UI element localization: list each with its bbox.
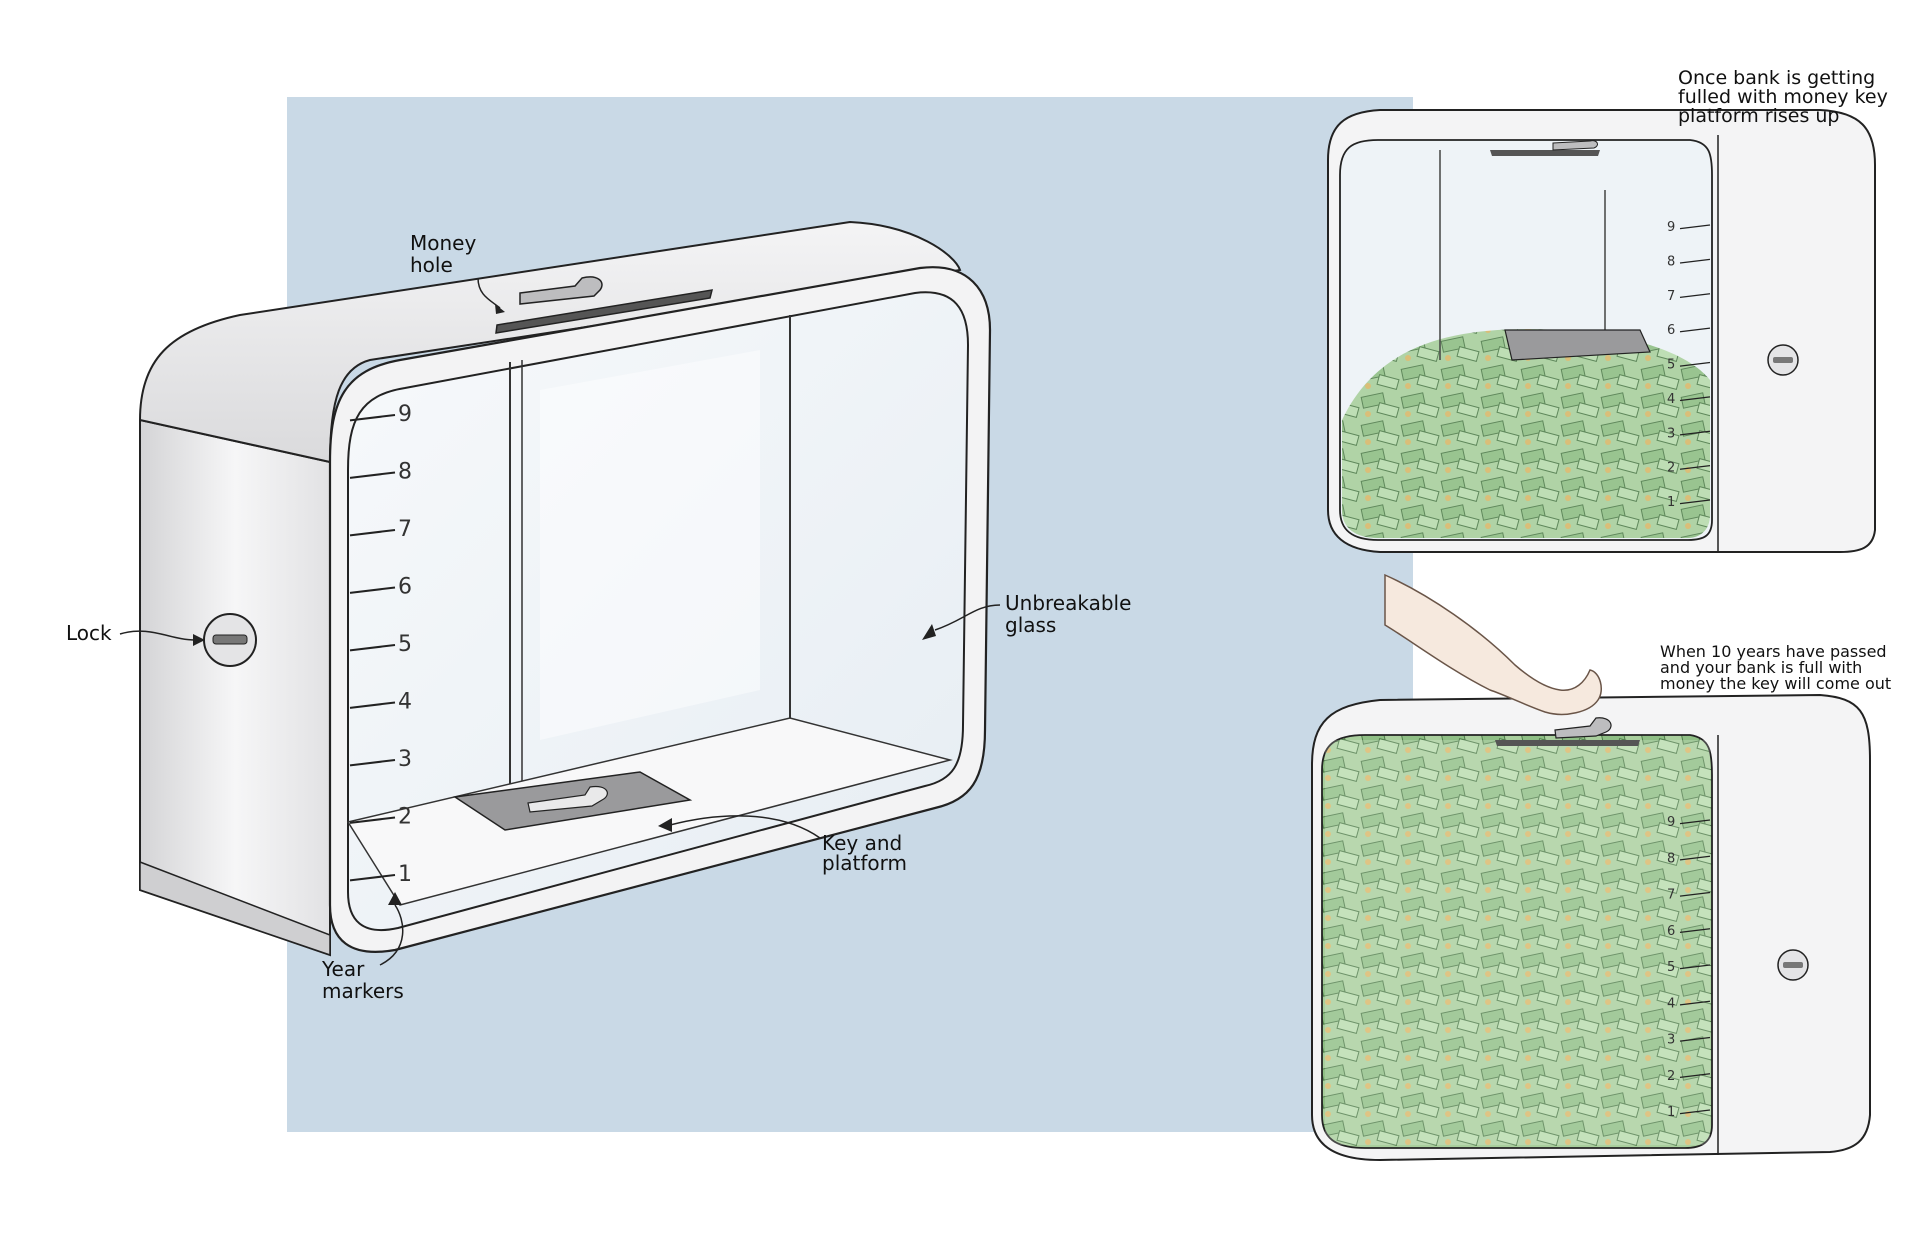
rbox1-year-marker-number-2: 2 bbox=[1667, 461, 1675, 476]
rbox2-year-marker-tick-2 bbox=[1679, 1073, 1711, 1078]
year-marker-tick-2 bbox=[349, 816, 396, 824]
rbox2-year-marker-number-9: 9 bbox=[1667, 815, 1675, 830]
rbox1-year-marker-tick-4 bbox=[1679, 396, 1711, 402]
full-bank-box: 1 2 3 4 5 6 7 8 9 bbox=[1311, 573, 1871, 1162]
box-top-panel bbox=[138, 220, 962, 464]
year-markers-arrowhead bbox=[388, 892, 402, 905]
year-marker-tick-4 bbox=[349, 701, 396, 709]
rbox2-year-ticks bbox=[1679, 819, 1711, 1115]
year-marker-number-5: 5 bbox=[398, 632, 412, 657]
year-marker-tick-3 bbox=[349, 759, 396, 767]
rbox1-year-marker-tick-5 bbox=[1679, 361, 1711, 367]
year-marker-number-3: 3 bbox=[398, 747, 412, 772]
year-marker-tick-7 bbox=[349, 529, 396, 537]
box-bottom-edge bbox=[139, 860, 331, 957]
year-marker-number-2: 2 bbox=[398, 805, 412, 830]
rbox2-glass-haze bbox=[1325, 740, 1710, 1145]
rbox1-year-marker-number-3: 3 bbox=[1667, 426, 1675, 441]
glass-reflection bbox=[540, 350, 760, 740]
money-slot bbox=[495, 289, 714, 334]
rbox2-year-marker-number-2: 2 bbox=[1667, 1069, 1675, 1084]
rbox2-year-marker-number-7: 7 bbox=[1667, 888, 1675, 903]
rbox2-glass bbox=[1321, 734, 1713, 1149]
year-marker-number-8: 8 bbox=[398, 460, 412, 485]
rbox1-year-marker-tick-6 bbox=[1679, 327, 1711, 333]
rbox2-year-marker-tick-9 bbox=[1679, 819, 1711, 825]
key-platform-pointer bbox=[669, 815, 821, 839]
rbox1-year-marker-number-9: 9 bbox=[1667, 220, 1675, 235]
year-marker-tick-5 bbox=[349, 644, 396, 652]
rbox1-lock-keyhole bbox=[1773, 357, 1793, 363]
rbox1-year-marker-tick-2 bbox=[1679, 464, 1711, 470]
platform-key bbox=[527, 785, 608, 813]
rbox1-slot bbox=[1490, 150, 1600, 156]
year-marker-number-1: 1 bbox=[398, 862, 412, 887]
rbox2-year-marker-number-4: 4 bbox=[1667, 996, 1675, 1011]
rbox2-year-marker-number-1: 1 bbox=[1667, 1105, 1675, 1120]
rbox1-year-marker-number-1: 1 bbox=[1667, 495, 1675, 510]
year-marker-tick-1 bbox=[349, 874, 396, 882]
rbox1-year-marker-tick-8 bbox=[1679, 258, 1711, 264]
rbox1-year-marker-number-7: 7 bbox=[1667, 289, 1675, 304]
rbox2-year-marker-number-3: 3 bbox=[1667, 1033, 1675, 1048]
rbox1-year-marker-tick-1 bbox=[1679, 499, 1711, 505]
glass-arrowhead bbox=[922, 624, 936, 640]
rbox1-top-key bbox=[1552, 140, 1598, 151]
year-marker-tick-8 bbox=[349, 471, 396, 479]
year-marker-number-4: 4 bbox=[398, 690, 412, 715]
rbox1-year-marker-tick-9 bbox=[1679, 224, 1711, 230]
rbox2-year-marker-tick-6 bbox=[1679, 928, 1711, 933]
year-marker-tick-9 bbox=[349, 414, 396, 422]
rbox2-year-marker-number-8: 8 bbox=[1667, 851, 1675, 866]
rbox2-year-numbers: 1 2 3 4 5 6 7 8 9 bbox=[1667, 815, 1675, 1120]
rbox2-year-marker-tick-3 bbox=[1679, 1036, 1711, 1042]
rbox1-year-ticks bbox=[1679, 224, 1711, 505]
year-marker-numbers: 1 2 3 4 5 6 7 8 9 bbox=[398, 402, 412, 887]
glass-pointer bbox=[934, 604, 1001, 631]
rbox2-year-marker-number-5: 5 bbox=[1667, 960, 1675, 975]
year-marker-number-9: 9 bbox=[398, 402, 412, 427]
main-money-box: 1 2 3 4 5 6 7 8 9 bbox=[138, 220, 992, 957]
lock-pointer bbox=[119, 630, 196, 641]
rbox1-year-marker-number-5: 5 bbox=[1667, 358, 1675, 373]
rbox2-year-marker-tick-5 bbox=[1679, 964, 1711, 970]
rbox1-year-marker-number-4: 4 bbox=[1667, 392, 1675, 407]
key-coming-out bbox=[1554, 717, 1612, 739]
key-out-caption: When 10 years have passed and your bank … bbox=[1660, 642, 1892, 693]
rbox2-year-marker-tick-1 bbox=[1679, 1109, 1711, 1115]
year-marker-number-7: 7 bbox=[398, 517, 412, 542]
hand-illustration bbox=[1384, 573, 1602, 716]
lock-arrowhead bbox=[193, 634, 205, 646]
rbox2-year-marker-tick-8 bbox=[1679, 855, 1711, 861]
rbox1-year-numbers: 1 2 3 4 5 6 7 8 9 bbox=[1667, 220, 1675, 510]
lock-label: Lock bbox=[66, 621, 112, 645]
rbox1-platform bbox=[1504, 329, 1651, 361]
key-platform-arrowhead bbox=[658, 818, 672, 832]
rising-platform-box: 1 2 3 4 5 6 7 8 9 bbox=[1327, 109, 1876, 553]
key-on-top bbox=[519, 276, 603, 305]
rbox2-year-marker-tick-4 bbox=[1679, 1000, 1711, 1006]
rbox1-year-marker-tick-7 bbox=[1679, 293, 1711, 298]
rbox2-year-marker-tick-7 bbox=[1679, 891, 1711, 897]
rbox1-year-marker-tick-3 bbox=[1679, 430, 1711, 436]
money-hole-arrowhead bbox=[495, 304, 505, 314]
rbox1-year-marker-number-8: 8 bbox=[1667, 254, 1675, 269]
year-markers-pointer bbox=[379, 904, 404, 966]
year-marker-number-6: 6 bbox=[398, 575, 412, 600]
lock-keyhole bbox=[212, 634, 248, 645]
rbox1-money bbox=[1342, 329, 1710, 538]
rbox1-year-marker-number-6: 6 bbox=[1667, 323, 1675, 338]
year-marker-ticks bbox=[349, 414, 396, 882]
rbox2-lock-keyhole bbox=[1783, 962, 1803, 968]
rising-platform-caption: Once bank is getting fulled with money k… bbox=[1678, 67, 1894, 127]
year-marker-tick-6 bbox=[349, 586, 396, 594]
rbox2-slot bbox=[1495, 740, 1640, 746]
rbox2-year-marker-number-6: 6 bbox=[1667, 924, 1675, 939]
